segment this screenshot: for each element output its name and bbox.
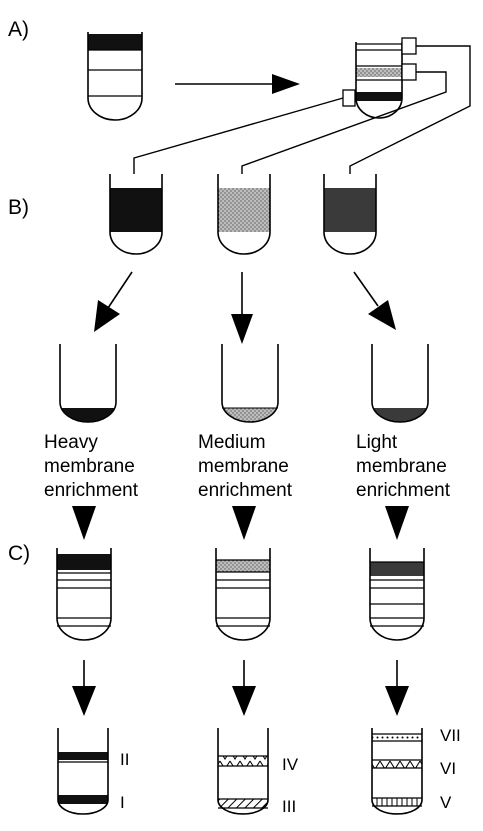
tube-c-heavy <box>56 548 112 641</box>
tube-c-light <box>369 548 425 641</box>
arrow-d-heavy <box>72 660 96 716</box>
arrow-a <box>175 74 300 94</box>
caption-medium: Medium membrane enrichment <box>198 432 293 501</box>
band-label-v: V <box>440 793 452 812</box>
caption-light-line2: membrane <box>356 456 447 477</box>
port-heavy <box>342 89 356 107</box>
caption-medium-line2: membrane <box>198 456 289 477</box>
arrow-c-heavy <box>72 506 96 540</box>
tube-final-medium <box>217 728 269 815</box>
arrow-b-light <box>353 271 396 330</box>
port-medium <box>401 63 417 81</box>
caption-medium-line1: Medium <box>198 432 266 453</box>
caption-light-line3: enrichment <box>356 480 451 501</box>
band-label-iii: III <box>282 797 296 816</box>
tube-a-gradient <box>342 37 417 119</box>
caption-heavy-line1: Heavy <box>44 432 98 453</box>
section-label-b: B) <box>8 196 29 219</box>
pellet-tube-medium <box>221 344 279 423</box>
connector-medium <box>241 71 447 174</box>
arrow-b-heavy <box>94 271 133 332</box>
tube-final-light <box>371 728 423 815</box>
tube-c-medium <box>215 548 271 641</box>
arrow-c-light <box>385 506 409 540</box>
arrow-b-medium <box>231 272 253 344</box>
arrow-d-medium <box>232 660 256 716</box>
section-label-c: C) <box>8 542 30 565</box>
connector-light <box>349 45 471 174</box>
tube-final-heavy <box>57 728 109 815</box>
arrow-d-light <box>385 660 409 716</box>
band-label-vii: VII <box>440 726 461 745</box>
caption-heavy-line3: enrichment <box>44 480 139 501</box>
caption-light-line1: Light <box>356 432 398 453</box>
band-label-ii: II <box>120 750 129 769</box>
caption-heavy-line2: membrane <box>44 456 135 477</box>
caption-medium-line3: enrichment <box>198 480 293 501</box>
pellet-tube-light <box>371 344 429 423</box>
band-label-iv: IV <box>282 755 299 774</box>
connector-heavy <box>133 97 344 174</box>
tube-b-medium <box>217 174 271 255</box>
caption-heavy: Heavy membrane enrichment <box>44 432 139 501</box>
port-light <box>401 37 417 55</box>
tube-a-initial <box>87 32 143 121</box>
section-label-a: A) <box>8 18 29 41</box>
pellet-tube-heavy <box>59 344 117 423</box>
tube-b-heavy <box>109 174 163 255</box>
band-label-vi: VI <box>440 759 456 778</box>
band-label-i: I <box>120 793 125 812</box>
tube-b-light <box>323 174 377 255</box>
caption-light: Light membrane enrichment <box>356 432 451 501</box>
arrow-c-medium <box>232 506 256 540</box>
